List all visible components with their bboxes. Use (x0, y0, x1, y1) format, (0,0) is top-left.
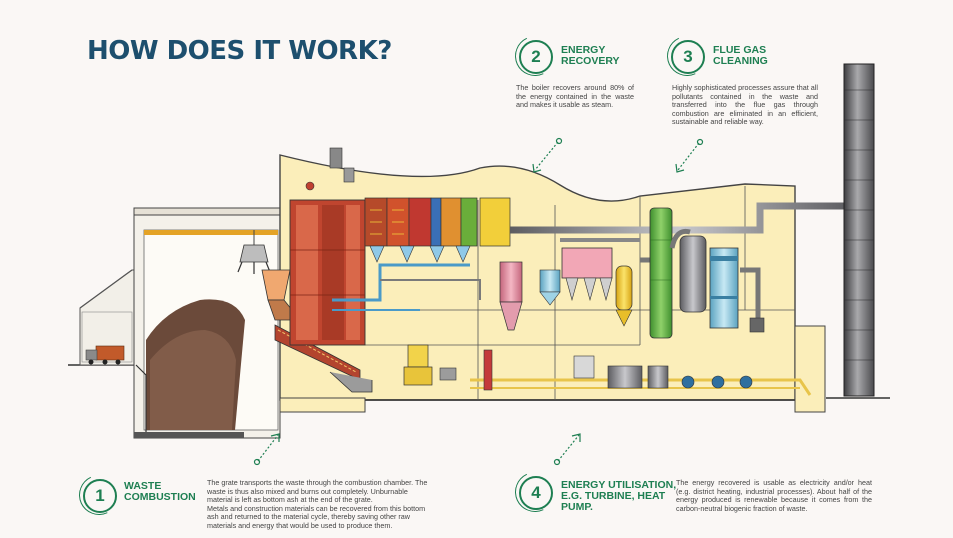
pointer-arrows (253, 137, 704, 466)
pointer-arrow-step-3-icon (675, 138, 704, 173)
step-2-badge: 2 (519, 40, 553, 74)
wet-scrubber (649, 207, 673, 339)
step-4-title-line3: PUMP. (561, 501, 593, 513)
spray-absorber (499, 261, 561, 331)
step-4-title: ENERGY UTILISATION, e.g. TURBINE, HEAT P… (561, 480, 676, 513)
pointer-arrow-step-4-icon (553, 433, 581, 466)
step-1-title: WASTE COMBUSTION (124, 481, 196, 503)
page-title: HOW DOES IT WORK? (87, 36, 392, 66)
step-2-title-line1: ENERGY (561, 44, 606, 56)
step-4-badge: 4 (519, 476, 553, 510)
garbage-truck-icon (85, 345, 125, 365)
waste-bunker (133, 207, 281, 439)
pointer-arrow-step-2-icon (532, 137, 563, 173)
catalytic-column (669, 228, 707, 313)
step-3-badge: 3 (671, 40, 705, 74)
step-1-text-paragraph1: The grate transports the waste through t… (207, 478, 428, 505)
step-3-title-line1: FLUE GAS (713, 44, 767, 56)
bag-filter (561, 247, 613, 302)
step-2-title: ENERGY RECOVERY (561, 45, 620, 67)
step-3-title-line2: CLEANING (713, 55, 768, 67)
turbine-hall-equipment (403, 344, 753, 391)
step-2-title-line2: RECOVERY (561, 55, 620, 67)
heat-exchangers (364, 197, 511, 263)
chimney-stack (843, 63, 875, 397)
reagent-silo (615, 265, 633, 327)
step-2-text: The boiler recovers around 80% of the en… (516, 83, 634, 110)
step-1-text: The grate transports the waste through t… (207, 478, 429, 531)
step-4-title-line2: e.g. TURBINE, HEAT (561, 490, 666, 502)
flue-gas-condenser (709, 247, 765, 333)
step-3-text: Highly sophisticated processes assure th… (672, 83, 818, 127)
step-1-badge: 1 (83, 479, 117, 513)
step-1-title-line1: WASTE (124, 480, 162, 492)
step-1-title-line2: COMBUSTION (124, 491, 196, 503)
boiler (289, 147, 366, 346)
pointer-arrow-step-1-icon (253, 433, 280, 466)
step-1-text-paragraph2: Metals and construction materials can be… (207, 503, 426, 530)
step-4-title-line1: ENERGY UTILISATION, (561, 479, 677, 491)
step-4-text: The energy recovered is usable as electr… (676, 478, 872, 513)
crane-grab-icon (237, 230, 271, 274)
delivery-building (79, 269, 141, 366)
step-3-title: FLUE GAS CLEANING (713, 45, 768, 67)
